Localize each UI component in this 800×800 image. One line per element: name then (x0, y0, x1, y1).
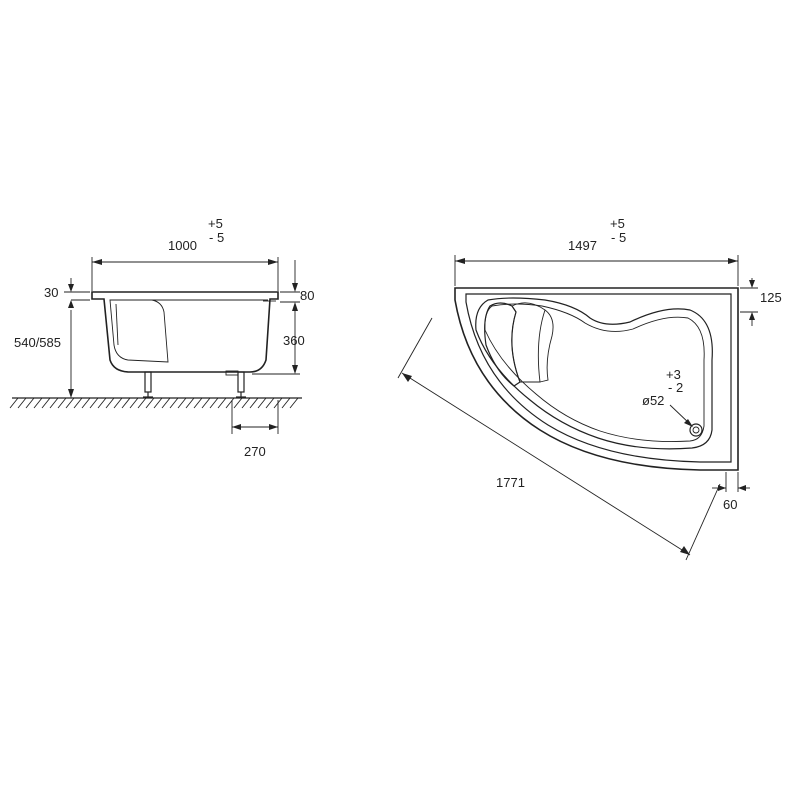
depth-dimensions: 80 360 (252, 260, 314, 375)
hatch-stroke (233, 397, 243, 409)
apron-offset-dimension: 60 (712, 472, 750, 512)
tub-inner-rim (465, 293, 732, 463)
hatch-stroke (217, 397, 227, 409)
hatch-stroke (289, 397, 299, 409)
hatch-stroke (41, 397, 51, 409)
tub-basin (475, 297, 713, 450)
hatch-stroke (209, 397, 219, 409)
hatch-stroke (257, 397, 267, 409)
hatch-stroke (161, 397, 171, 409)
inner-depth-label: 360 (283, 333, 305, 348)
hatch-stroke (185, 397, 195, 409)
leg-offset-label: 270 (244, 444, 266, 459)
hatch-stroke (137, 397, 147, 409)
hatch-stroke (105, 397, 115, 409)
top-width-tol-minus: - 5 (611, 230, 626, 245)
hatch-stroke (57, 397, 67, 409)
hatch-stroke (281, 397, 291, 409)
hatch-stroke (81, 397, 91, 409)
drain-tol-plus: +3 (666, 367, 681, 382)
total-height-label: 540/585 (14, 335, 61, 350)
top-width-dimension: 1497 +5 - 5 (454, 216, 739, 286)
hatch-stroke (9, 397, 19, 409)
hatch-stroke (121, 397, 131, 409)
diagonal-label: 1771 (496, 475, 525, 490)
hatch-stroke (177, 397, 187, 409)
drain-circle (689, 423, 703, 437)
hatch-stroke (153, 397, 163, 409)
top-view: 1497 +5 - 5 125 1771 ø52 (397, 216, 782, 561)
rim-depth-label: 80 (300, 288, 314, 303)
hatch-stroke (201, 397, 211, 409)
apron-offset-label: 60 (723, 497, 737, 512)
top-width-tol-plus: +5 (610, 216, 625, 231)
side-width-tol-plus: +5 (208, 216, 223, 231)
hatch-stroke (225, 397, 235, 409)
bathtub-legs (143, 370, 246, 398)
hatch-stroke (193, 397, 203, 409)
hatch-stroke (129, 397, 139, 409)
hatch-stroke (89, 397, 99, 409)
hatch-stroke (73, 397, 83, 409)
hatch-stroke (241, 397, 251, 409)
total-height-dimension: 540/585 (14, 310, 74, 398)
hatch-stroke (169, 397, 179, 409)
drain-diameter-label: ø52 (642, 393, 664, 408)
hatch-stroke (65, 397, 75, 409)
hatch-stroke (25, 397, 35, 409)
side-width-label: 1000 (168, 238, 197, 253)
diagonal-dimension: 1771 (397, 317, 721, 561)
hatch-stroke (265, 397, 275, 409)
corner-offset-label: 125 (760, 290, 782, 305)
hatch-stroke (145, 397, 155, 409)
leg-offset-dimension: 270 (231, 400, 279, 459)
hatch-stroke (17, 397, 27, 409)
tub-outer-outline (454, 287, 739, 471)
drain-tol-minus: - 2 (668, 380, 683, 395)
drain-dimension: ø52 +3 - 2 (642, 367, 693, 427)
side-view: 1000 +5 - 5 30 540/585 (9, 216, 314, 459)
side-width-tol-minus: - 5 (209, 230, 224, 245)
hatch-stroke (113, 397, 123, 409)
floor-hatching (9, 397, 302, 409)
hatch-stroke (249, 397, 259, 409)
corner-offset-dimension: 125 (740, 278, 782, 326)
rim-thickness-label: 30 (44, 285, 58, 300)
hatch-stroke (49, 397, 59, 409)
hatch-stroke (97, 397, 107, 409)
bathtub-side-profile (91, 291, 279, 373)
rim-thickness-dimension: 30 (44, 278, 90, 308)
hatch-stroke (33, 397, 43, 409)
side-width-dimension: 1000 +5 - 5 (91, 216, 279, 291)
top-width-label: 1497 (568, 238, 597, 253)
